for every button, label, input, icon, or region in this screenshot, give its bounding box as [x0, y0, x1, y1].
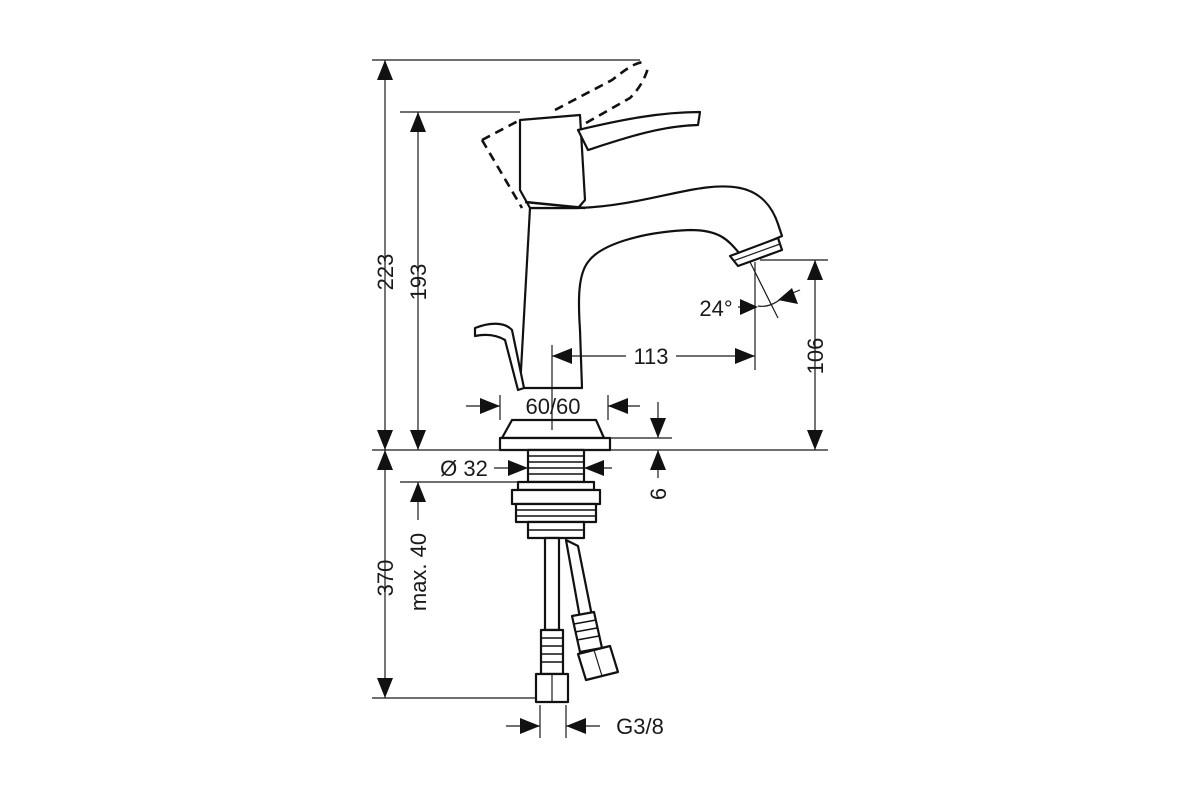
mounting-assembly	[510, 448, 620, 704]
dim-total-height: 223	[373, 254, 398, 291]
dim-spout-height: 193	[406, 264, 431, 301]
dimension-lines	[372, 59, 828, 738]
dim-reach: 113	[633, 344, 668, 369]
dim-connection: G3/8	[616, 714, 664, 739]
nut-threads	[516, 509, 596, 531]
hose-crimp	[541, 637, 563, 663]
lever-open-outline	[480, 60, 650, 209]
dim-thread-diameter: Ø 32	[440, 456, 488, 481]
dim-hose-length: 370	[373, 560, 398, 597]
dim-base-size: 60/60	[525, 394, 580, 419]
dimension-labels: 223 193 106 370 max. 40 6 113 24° 60/60 …	[373, 254, 828, 739]
angled-hose-crimp	[573, 619, 600, 641]
dim-base-plate: 6	[646, 488, 671, 500]
faucet-body	[473, 110, 784, 452]
shank-threads	[528, 455, 584, 475]
dim-mount-thickness: max. 40	[406, 533, 431, 611]
dim-spray-angle: 24°	[699, 296, 732, 321]
dim-outlet-height: 106	[803, 338, 828, 375]
